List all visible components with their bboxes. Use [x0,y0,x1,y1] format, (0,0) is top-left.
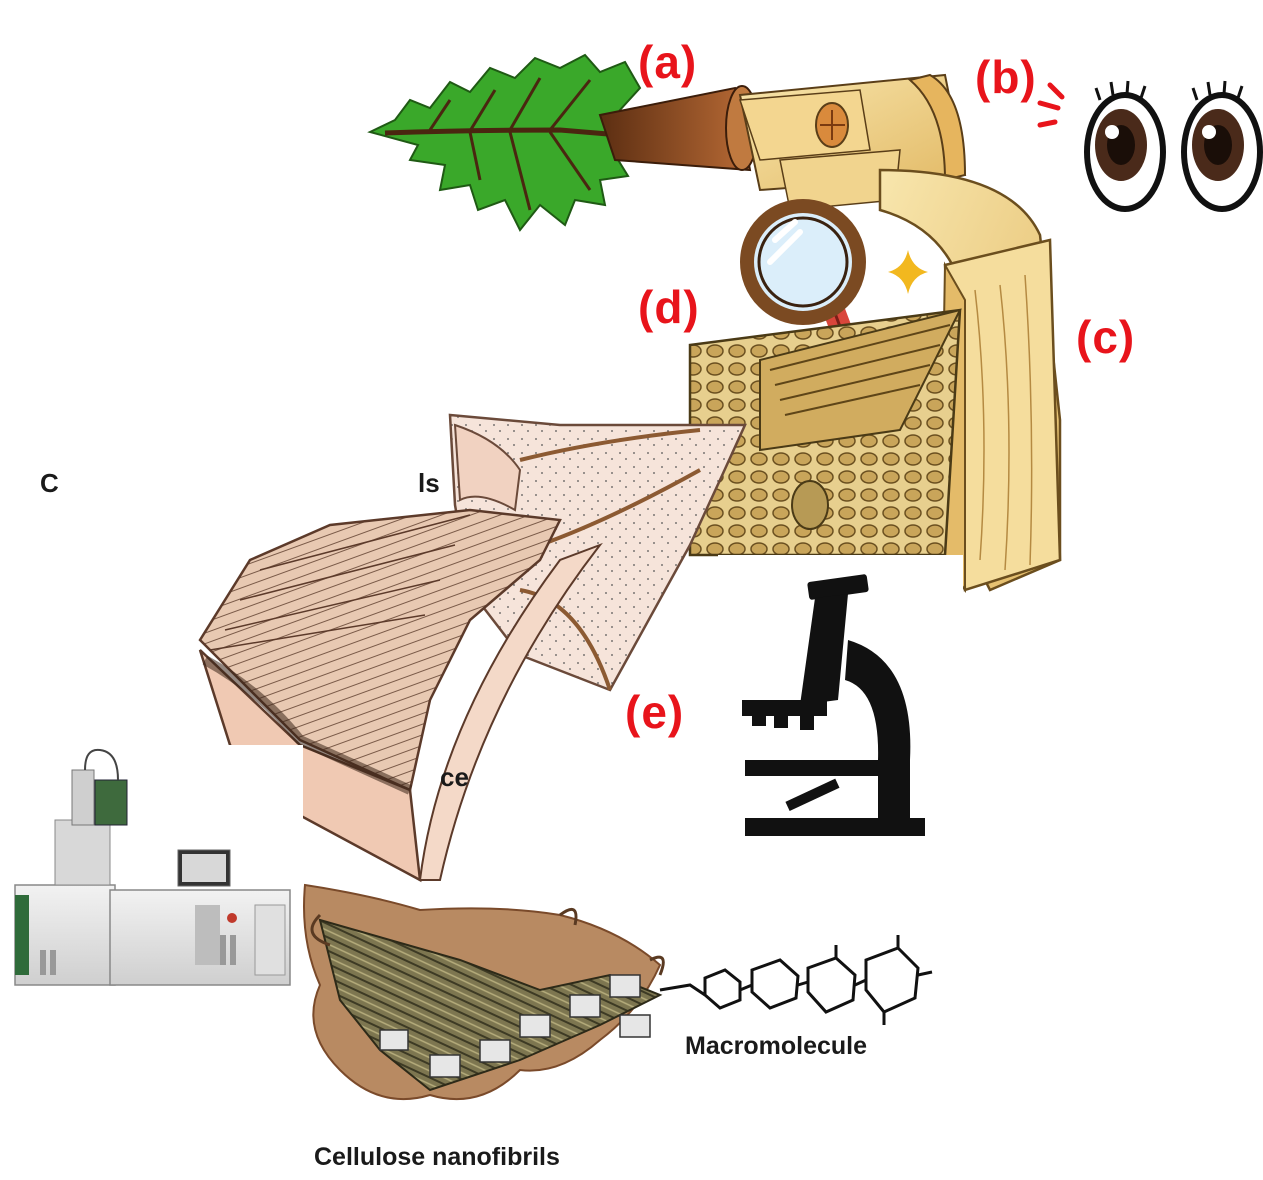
label-b: (b) [975,51,1037,103]
label-d: (d) [638,281,700,333]
partial-caption-ce: ce [440,762,469,792]
label-a: (a) [638,36,698,88]
macromolecule-caption: Macromolecule [685,1032,868,1060]
nanofibril-bundle [303,883,665,1101]
microscope-icon [742,574,925,836]
label-e: (e) [625,686,685,738]
macromolecule-structure [659,935,933,1025]
eyes-icon [1037,80,1263,212]
sparkle-icon [888,250,928,294]
nanofibrils-caption: Cellulose nanofibrils [314,1143,560,1171]
cell-wall-layers [198,413,747,883]
partial-caption-c: C [40,468,59,498]
tree-trunk [598,73,967,211]
partial-caption-ls: ls [418,468,440,498]
leaf-icon [367,53,642,232]
wood-tissue-block [688,308,962,557]
label-c: (c) [1076,311,1136,363]
sem-instrument-icon [14,748,291,986]
